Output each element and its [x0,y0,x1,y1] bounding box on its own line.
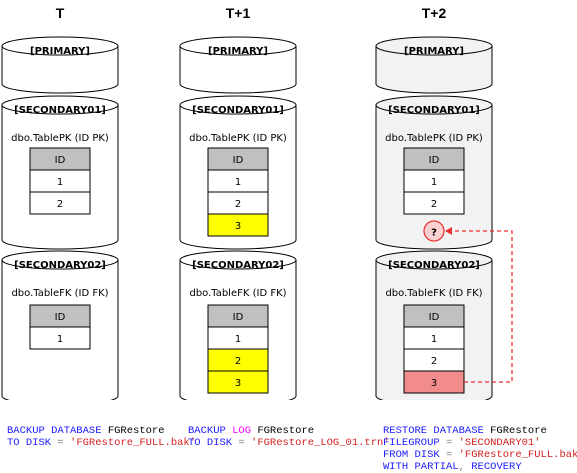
table-fk-row-text: 1 [235,334,241,345]
table-fk [207,304,269,394]
table-pk-label: dbo.TablePK (ID PK) [11,133,109,144]
code-block-t2: RESTORE DATABASE FGRestore FILEGROUP = '… [383,413,577,473]
table-pk-label: dbo.TablePK (ID PK) [189,133,287,144]
time-header: T+1 [226,5,251,21]
code-block-t1: BACKUP LOG FGRestore TO DISK = 'FGRestor… [188,413,390,449]
code-name: FGRestore [101,425,165,437]
table-pk-row-text: 2 [431,199,437,210]
table-pk-label: dbo.TablePK (ID PK) [385,133,483,144]
table-fk [403,304,465,394]
code-string: 'FGRestore_LOG_01.trn' [251,437,390,449]
primary-cylinder-top [179,36,297,56]
secondary01-cylinder-top [179,95,297,115]
table-fk-row-cell [29,326,91,350]
code-string: 'SECONDARY01' [458,437,541,449]
code-operator: = [439,437,459,449]
secondary01-label: [SECONDARY01] [192,105,284,116]
secondary01-cylinder-top [1,95,119,115]
time-header: T [56,5,65,21]
table-pk-row-cell [29,191,91,215]
secondary02-label: [SECONDARY02] [14,260,106,271]
code-keyword: FILEGROUP [383,437,440,449]
primary-cylinder-body [179,46,297,94]
fk-reference-arrow [450,230,513,383]
table-pk-row-text: 1 [431,177,437,188]
code-keyword: TO DISK [7,437,52,449]
time-header: T+2 [422,5,447,21]
table-pk [403,147,465,215]
table-pk [29,147,91,215]
secondary01-cylinder-top [375,95,493,115]
table-fk-header-text: ID [233,312,244,323]
table-pk-row-text: 2 [57,199,63,210]
code-operator: = [51,437,71,449]
primary-cylinder-top [1,36,119,56]
primary-cylinder [1,36,119,94]
secondary02-cylinder-top [1,250,119,270]
table-pk-row-cell [403,191,465,215]
primary-cylinder-top [375,36,493,56]
primary-cylinder [179,36,297,94]
table-pk-row-text: 1 [57,177,63,188]
code-string: 'FGRestore_FULL.bak' [458,449,577,461]
code-operator: = [232,437,252,449]
table-fk-row-text: 1 [57,334,63,345]
table-fk-label: dbo.TableFK (ID FK) [11,288,108,299]
code-block-t: BACKUP DATABASE FGRestore TO DISK = 'FGR… [7,413,196,449]
table-fk-label: dbo.TableFK (ID FK) [385,288,482,299]
secondary02-label: [SECONDARY02] [388,260,480,271]
table-fk-row-text: 3 [235,378,241,389]
table-pk [207,147,269,237]
code-keyword: FROM DISK [383,449,440,461]
question-mark: ? [431,228,437,239]
secondary02-cylinder-top [179,250,297,270]
table-fk-header-text: ID [429,312,440,323]
table-fk-row-text: 2 [235,356,241,367]
missing-row-marker [423,220,445,242]
code-operator: , [458,461,465,473]
table-fk-row-text: 3 [431,378,437,389]
secondary02-label: [SECONDARY02] [192,260,284,271]
code-keyword: WITH PARTIAL [383,461,459,473]
primary-label: [PRIMARY] [30,46,90,57]
table-fk-row-text: 1 [431,334,437,345]
table-fk-row-text: 2 [431,356,437,367]
table-pk-row-text: 2 [235,199,241,210]
code-string: 'FGRestore_FULL.bak' [70,437,197,449]
table-fk-row-cell [207,370,269,394]
code-keyword-log: LOG [225,425,252,437]
code-keyword: TO DISK [188,437,233,449]
table-pk-header-text: ID [233,155,244,166]
table-fk-label: dbo.TableFK (ID FK) [189,288,286,299]
table-fk-header-text: ID [55,312,66,323]
arrow-head [445,227,452,235]
primary-cylinder-body [1,46,119,94]
secondary01-label: [SECONDARY01] [14,105,106,116]
code-keyword: BACKUP DATABASE [7,425,102,437]
code-keyword: BACKUP [188,425,226,437]
table-fk [29,304,91,350]
code-keyword: RESTORE DATABASE [383,425,484,437]
backup-restore-diagram: T [PRIMARY] [SECONDARY01] dbo.TablePK (ID P… [1,5,513,400]
secondary01-label: [SECONDARY01] [388,105,480,116]
code-name: FGRestore [251,425,315,437]
table-pk-row-cell [207,213,269,237]
code-operator: = [439,449,459,461]
secondary02-cylinder-top [375,250,493,270]
primary-cylinder-body [375,46,493,94]
primary-label: [PRIMARY] [208,46,268,57]
primary-label: [PRIMARY] [404,46,464,57]
table-pk-row-text: 1 [235,177,241,188]
primary-cylinder [375,36,493,94]
table-pk-header-text: ID [55,155,66,166]
code-keyword: RECOVERY [464,461,522,473]
table-pk-header-text: ID [429,155,440,166]
table-pk-row-text: 3 [235,221,241,232]
code-name: FGRestore [483,425,547,437]
